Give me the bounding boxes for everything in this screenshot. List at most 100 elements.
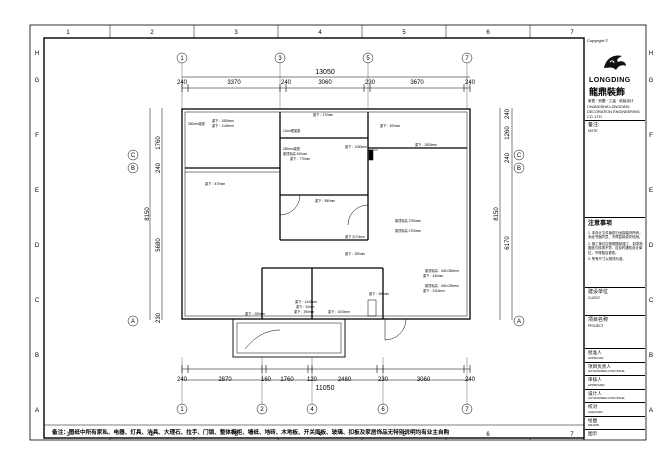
top-dimension-value: 240 [177, 80, 188, 86]
outer-frame [29, 24, 647, 441]
balcony [232, 318, 407, 358]
bottom-dimension-value: 3060 [417, 377, 431, 383]
note-item: 2. 施工单位应按照图纸施工，如发现图纸与现场不符，应及时通知设计单位，不得擅自… [588, 241, 643, 255]
top-dimension-value: 240 [465, 80, 476, 86]
room-annotation: 12cm框架梁 [283, 128, 301, 133]
bottom-dimension-value: 160 [261, 377, 272, 383]
signature-row-label: 图示 [588, 431, 598, 436]
border-row-label: F [35, 133, 39, 139]
border-column-label: 6 [486, 432, 490, 438]
room-annotation: 梁下：870mm [205, 181, 226, 186]
grid-bubble-label: 6 [381, 407, 385, 413]
top-dimension-value: 230 [365, 80, 376, 86]
border-row-label: B [35, 353, 39, 359]
client-label: 建设单位 [588, 289, 609, 295]
signature-row-label: 设计人 [588, 390, 602, 396]
note-item: 1. 本设计文件版权归龙鼎装饰所有，未经书面同意，不得复制或作他用。 [588, 231, 643, 240]
signature-row: 图示 [585, 429, 645, 443]
room-annotation: 梁下：3110mm [423, 288, 445, 293]
company-english: CHANGSHA LONGDING DECORATION ENGINEERING… [587, 105, 640, 119]
room-annotation: 原顶标高 2700mm [395, 228, 421, 233]
room-annotation: 梁下：370mm [313, 112, 334, 117]
border-column-label: 6 [486, 30, 490, 36]
company-logo [600, 50, 630, 76]
room-annotation: 梁下：1150mm [345, 144, 367, 149]
border-row-label: D [35, 243, 40, 249]
border-column-label: 7 [570, 30, 574, 36]
grid-bubble-label: B [131, 166, 135, 172]
border-row-label: A [35, 408, 39, 414]
signature-row-english: APPROVED [588, 382, 605, 387]
room-annotation: 250mm梁底 [283, 146, 301, 151]
signature-row-english: APPROVAL [588, 355, 604, 360]
room-annotation: 梁下：340mm [423, 273, 444, 278]
left-dimension-value: 8150 [145, 207, 151, 221]
left-dimension-value: 1760 [156, 136, 162, 150]
note-item: 3. 所有尺寸以现场为准。 [588, 257, 626, 262]
grid-bubble-label: 3 [278, 56, 282, 62]
brand-roman: LONGDING [589, 77, 631, 84]
top-dimension-value: 3670 [410, 80, 424, 86]
room-annotation: 梁下：20mm [296, 304, 315, 309]
border-column-label: 1 [66, 432, 70, 438]
title-block: Copyright © LONGDING 龍鼎裝飾 家居 · 别墅 · 工装 ·… [585, 38, 645, 440]
border-column-label: 1 [66, 30, 70, 36]
top-dimension-value: 3370 [227, 80, 241, 86]
border-row-label: G [649, 78, 654, 84]
grid-bubble-label: 7 [465, 56, 469, 62]
door-swings [279, 149, 378, 317]
border-row-label: H [35, 51, 39, 57]
border-row-label: E [35, 188, 39, 194]
room-annotation: 250mm梁底 [188, 121, 206, 126]
room-annotations: 250mm梁底梁下：1850mm梁下：1140mm梁下：870mm梁下：370m… [188, 112, 459, 316]
bottom-dimension-value: 2480 [338, 377, 352, 383]
room-annotation: 原顶标高 400mm [283, 151, 308, 156]
right-dimension-value: 1260 [505, 126, 511, 140]
signature-row-label: 批准人 [588, 350, 602, 355]
border-column-label: 2 [150, 30, 154, 36]
grid-bubble-label: C [131, 153, 136, 159]
signature-row-english: AUTHORIZED FOR ISSUE [588, 396, 625, 400]
bottom-dimension-value: 240 [177, 377, 188, 383]
grid-bubble-label: 1 [180, 56, 184, 62]
grid-bubble-label: 4 [310, 407, 314, 413]
top-dimension-value: 3060 [318, 80, 332, 86]
notes-title: 注意事项 [588, 221, 613, 227]
bottom-dimension-value: 2870 [218, 377, 232, 383]
border-row-label: C [649, 298, 654, 304]
client-english: CLIENT [588, 296, 601, 300]
room-annotation: 原顶标高：400×250mm [425, 283, 459, 288]
grid-bubble-label: B [517, 166, 521, 172]
border-column-label: 5 [402, 432, 406, 438]
border-column-label: 7 [570, 432, 574, 438]
right-dimension-value: 240 [505, 152, 511, 163]
bottom-dimension-value: 120 [307, 377, 318, 383]
top-dimension-chain: 240 3370 240 3060 230 3670 240 [177, 80, 476, 92]
grid-bubble-label: A [517, 319, 521, 325]
signature-row-label: 绘图 [588, 417, 598, 423]
remarks-english: NOTE [588, 129, 598, 133]
room-annotation: 梁下：280mm [245, 311, 266, 316]
signature-row-english: AUTHORIZED FOR ISSUE [588, 369, 625, 373]
left-dimension-value: 230 [156, 312, 162, 323]
overall-bottom-dimension: 11050 [316, 385, 335, 392]
room-annotation: 原顶标高：400×350mm [425, 268, 459, 273]
room-annotation: 梁下：1850mm [212, 118, 234, 123]
room-annotation: 梁下：2800mm [415, 142, 437, 147]
border-column-label: 5 [402, 30, 406, 36]
remarks-label: 备注: [588, 122, 600, 128]
brand-tagline: 家居 · 别墅 · 工装 · 软装设计 [588, 99, 634, 103]
top-dimension-value: 240 [281, 80, 292, 86]
